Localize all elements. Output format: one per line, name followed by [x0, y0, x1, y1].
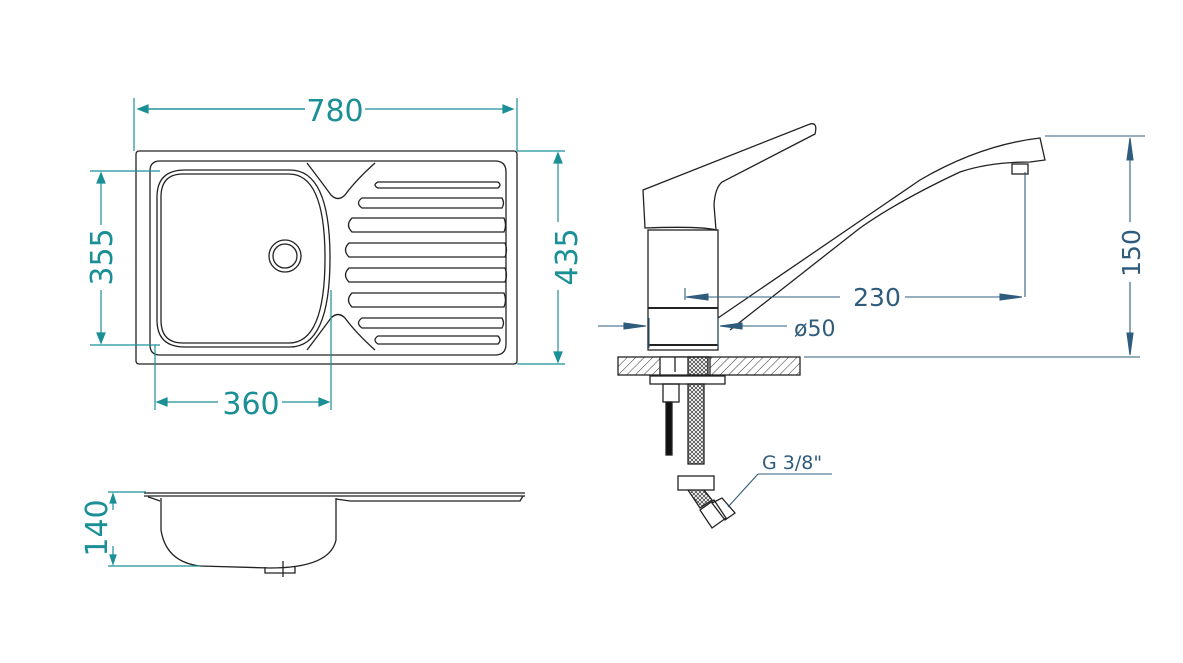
- dim-spout-reach: 230: [853, 283, 901, 312]
- sink-top-view: [135, 150, 518, 365]
- dim-base-diameter: ø50: [794, 317, 835, 342]
- sink-bowl: [156, 169, 331, 348]
- sink-dimensions: [90, 98, 565, 410]
- connection-thread-label: G 3/8": [762, 452, 822, 474]
- dim-overall-width: 780: [306, 94, 363, 129]
- faucet-spout: [717, 137, 1046, 331]
- dim-faucet-height: 150: [1117, 229, 1146, 277]
- dim-bowl-depth: 355: [85, 228, 120, 285]
- dim-bowl-height: 140: [80, 499, 115, 556]
- faucet-lever: [642, 123, 817, 231]
- faucet-drawing: [617, 123, 1046, 529]
- drain-hole: [268, 239, 302, 273]
- drainer-ribs: [344, 181, 508, 345]
- faucet-body: [647, 229, 719, 351]
- dim-bowl-width: 360: [222, 387, 279, 422]
- braided-hose: [687, 383, 705, 465]
- faucet-dimensions: [598, 135, 1145, 508]
- dim-overall-depth: 435: [550, 228, 585, 285]
- sink-side-view: [144, 492, 525, 577]
